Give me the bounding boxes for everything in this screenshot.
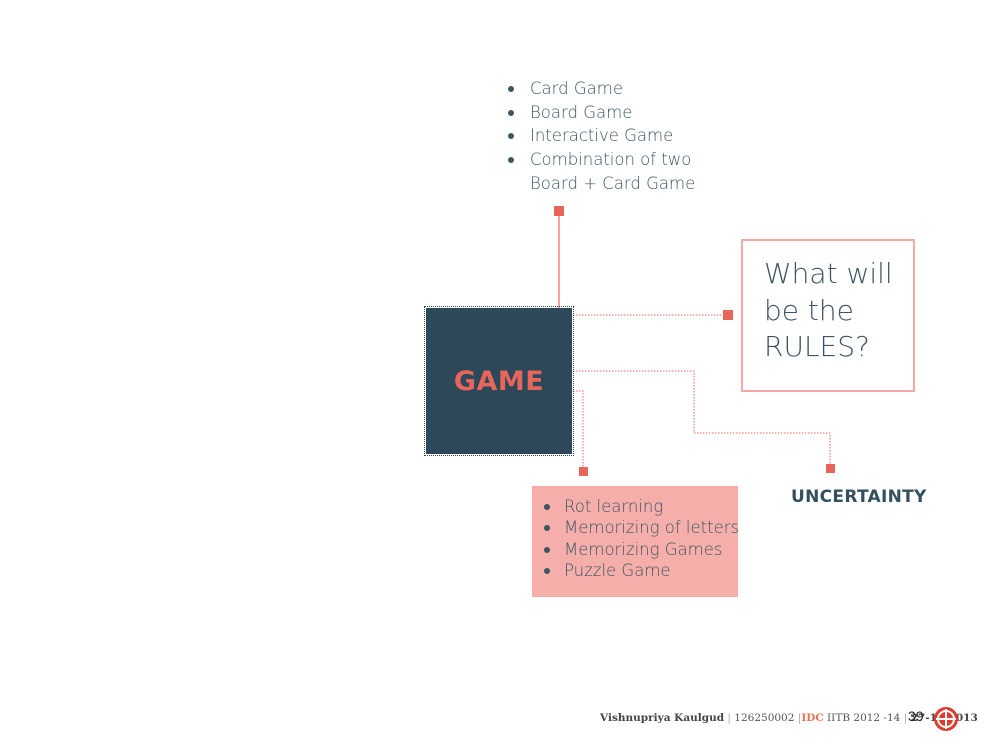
- learning-node: [532, 486, 738, 597]
- bullet-icon: [508, 109, 514, 116]
- footer-author: Vishnupriya Kaulgud: [600, 712, 725, 724]
- rules-line: RULES?: [764, 330, 870, 363]
- list-item-text: Puzzle Game: [564, 560, 671, 580]
- list-item: Rot learning: [539, 496, 739, 517]
- list-item-text: Memorizing Games: [564, 539, 723, 559]
- footer-separator: |: [903, 712, 908, 724]
- bullet-icon: [508, 157, 514, 164]
- list-item-text: Board + Card Game: [530, 173, 696, 193]
- bullet-icon: [508, 133, 514, 140]
- rules-line: What will: [764, 257, 893, 290]
- bottom-connector-marker: [579, 467, 588, 476]
- learning-list: Rot learning Memorizing of letters Memor…: [539, 496, 739, 581]
- footer-institute: IITB 2012 -14: [827, 712, 901, 724]
- game-label: GAME: [453, 365, 545, 397]
- list-item: Puzzle Game: [539, 560, 739, 581]
- list-item-text: Rot learning: [564, 497, 664, 516]
- rules-text: What will be the RULES?: [764, 256, 914, 366]
- list-item: Memorizing of letters: [539, 517, 739, 538]
- rules-node: [741, 239, 915, 392]
- list-item: Interactive Game: [507, 124, 695, 148]
- list-item-text: Board Game: [530, 102, 633, 122]
- list-item-text: Interactive Game: [530, 126, 674, 146]
- top-connector-marker: [554, 206, 564, 216]
- bullet-icon: [544, 567, 550, 574]
- footer-separator: |: [727, 712, 731, 724]
- rules-line: be the: [764, 293, 854, 327]
- footer-roll: 126250002: [734, 712, 795, 724]
- game-types-list: Card Game Board Game Interactive Game Co…: [507, 77, 695, 196]
- footer-institute-tag: IDC: [801, 712, 824, 724]
- page-number: 39: [908, 708, 924, 724]
- footer: Vishnupriya Kaulgud | 126250002 |IDC IIT…: [600, 712, 978, 724]
- uncertainty-connector-marker: [826, 464, 835, 473]
- bullet-icon: [544, 504, 550, 510]
- list-item: Combination of two: [507, 148, 695, 172]
- bullet-icon: [508, 86, 514, 92]
- list-item-continuation: Board + Card Game: [507, 172, 695, 196]
- list-item-text: Combination of two: [530, 150, 692, 170]
- list-item: Card Game: [507, 77, 695, 101]
- idc-logo-icon: [934, 707, 958, 731]
- list-item-text: Memorizing of letters: [564, 518, 740, 538]
- game-node: GAME: [424, 306, 574, 456]
- list-item-text: Card Game: [530, 79, 623, 98]
- uncertainty-label: UNCERTAINTY: [791, 487, 927, 507]
- uncertainty-connector-line: [573, 370, 831, 464]
- list-item: Memorizing Games: [539, 539, 739, 560]
- bottom-connector-line: [573, 390, 584, 467]
- bullet-icon: [544, 546, 550, 553]
- footer-separator: |: [797, 712, 802, 724]
- bullet-icon: [544, 525, 550, 532]
- list-item: Board Game: [507, 101, 695, 125]
- rules-connector-marker: [723, 310, 733, 320]
